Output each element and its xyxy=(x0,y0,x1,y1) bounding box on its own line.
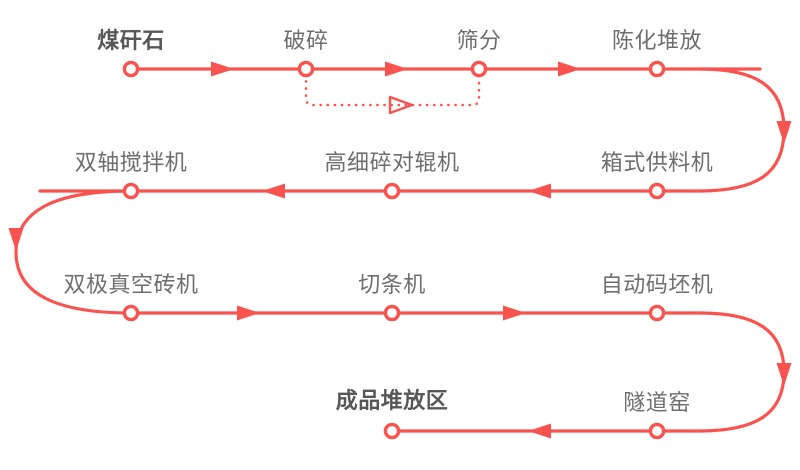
arrow-feedback-hollow xyxy=(388,95,414,115)
uturn-left xyxy=(8,189,133,315)
node-label-zidongmapeiji: 自动码坯机 xyxy=(600,272,714,297)
arrow-uturn-left xyxy=(8,228,24,251)
node-label-suidaoyao: 隧道窑 xyxy=(623,390,691,415)
row1-path xyxy=(129,61,762,77)
node-label-gaoxisuiduigunji: 高细碎对辊机 xyxy=(324,150,460,175)
node-circle-n12[interactable] xyxy=(383,422,401,440)
node-label-meiganshi: 煤矸石 xyxy=(97,28,165,53)
node-circle-n1[interactable] xyxy=(122,60,140,78)
arrow-n5-n6 xyxy=(528,183,551,199)
node-circle-n7[interactable] xyxy=(122,182,140,200)
uturn-right-bottom xyxy=(698,311,792,433)
node-circle-n6[interactable] xyxy=(383,182,401,200)
node-circle-n10[interactable] xyxy=(648,304,666,322)
node-label-shaifen: 筛分 xyxy=(456,28,502,53)
node-circles xyxy=(122,60,666,440)
arrow-n11-n12 xyxy=(528,423,551,439)
row2-path xyxy=(38,183,702,199)
node-circle-n5[interactable] xyxy=(648,182,666,200)
arrow-n6-n7 xyxy=(262,183,285,199)
arrow-n1-n2 xyxy=(211,61,234,77)
arrow-uturn-right-bottom xyxy=(776,363,792,386)
arrow-n3-n4 xyxy=(558,61,581,77)
node-label-xiangshigongliaoji: 箱式供料机 xyxy=(600,150,714,175)
node-label-chenhuaduifang: 陈化堆放 xyxy=(611,28,703,53)
feedback-loop-dotted xyxy=(304,74,481,115)
arrow-n9-n10 xyxy=(503,305,526,321)
node-circle-n9[interactable] xyxy=(383,304,401,322)
node-label-shuangzhoujiaobanji: 双轴搅拌机 xyxy=(74,150,188,175)
node-circle-n2[interactable] xyxy=(297,60,315,78)
node-label-shuangjizhenkongzhuanji: 双极真空砖机 xyxy=(63,272,199,297)
node-label-posui: 破碎 xyxy=(283,28,329,53)
node-label-qietiaoji: 切条机 xyxy=(358,272,426,297)
node-circle-n4[interactable] xyxy=(648,60,666,78)
uturn-right-top xyxy=(698,67,792,193)
arrow-n2-n3 xyxy=(385,61,408,77)
node-circle-n11[interactable] xyxy=(648,422,666,440)
row3-path xyxy=(129,305,702,321)
arrow-uturn-right-top xyxy=(776,121,792,144)
row4-path xyxy=(390,423,702,439)
node-circle-n3[interactable] xyxy=(470,60,488,78)
arrow-n8-n9 xyxy=(237,305,260,321)
node-circle-n8[interactable] xyxy=(122,304,140,322)
node-label-chengpinduifangqu: 成品堆放区 xyxy=(335,388,449,413)
